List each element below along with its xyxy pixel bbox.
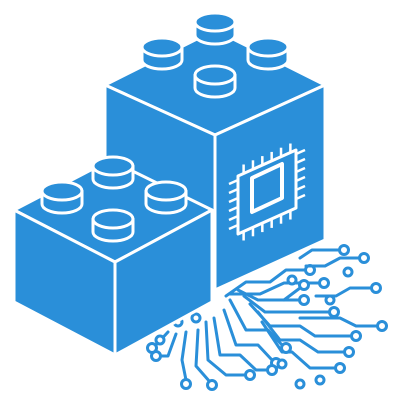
small-brick-stud bbox=[91, 155, 135, 190]
circuit-node bbox=[276, 358, 288, 370]
circuit-trace bbox=[194, 328, 212, 384]
chip-body bbox=[236, 148, 298, 236]
chip-pin bbox=[295, 148, 306, 156]
circuit-node bbox=[298, 279, 310, 291]
circuit-node bbox=[286, 274, 298, 286]
circuit-node bbox=[334, 362, 346, 374]
circuit-node bbox=[343, 346, 355, 358]
circuit-node bbox=[146, 342, 158, 354]
chip-pin bbox=[228, 178, 239, 186]
circuit-trace bbox=[228, 298, 284, 347]
chip-pin bbox=[295, 184, 306, 192]
circuit-trace bbox=[222, 308, 274, 362]
chip-pin bbox=[228, 214, 239, 222]
circuit-node bbox=[338, 244, 350, 256]
chip-pin bbox=[228, 205, 239, 213]
chip-pin bbox=[228, 187, 239, 195]
circuit-trace bbox=[298, 248, 342, 260]
circuit-trace bbox=[204, 320, 248, 377]
chip-pin bbox=[295, 166, 306, 174]
circuit-node bbox=[154, 334, 166, 346]
circuit-trace bbox=[224, 268, 308, 298]
circuit-traces-icon bbox=[146, 244, 388, 391]
circuit-trace bbox=[298, 316, 380, 328]
circuit-node bbox=[206, 379, 218, 391]
circuit-node bbox=[350, 330, 362, 342]
circuit-node bbox=[342, 266, 354, 278]
small-brick-stud bbox=[91, 208, 135, 243]
circuit-node bbox=[314, 374, 326, 386]
chip-pin bbox=[295, 193, 306, 201]
circuit-trace bbox=[180, 330, 188, 382]
circuit-node bbox=[298, 294, 310, 306]
chip-pin bbox=[228, 223, 239, 231]
circuit-trace bbox=[212, 316, 270, 372]
circuit-node bbox=[180, 378, 192, 390]
circuit-node bbox=[280, 342, 292, 354]
chip-pin bbox=[295, 175, 306, 183]
circuit-trace bbox=[282, 286, 302, 302]
circuit-node bbox=[244, 369, 256, 381]
circuit-trace bbox=[260, 320, 338, 370]
small-brick-stud bbox=[144, 180, 188, 215]
chip-core bbox=[250, 162, 284, 214]
big-brick-stud bbox=[246, 36, 290, 71]
circuit-trace bbox=[304, 256, 362, 268]
chip-pin bbox=[295, 157, 306, 165]
circuit-node bbox=[266, 364, 278, 376]
small-brick-right-face bbox=[113, 208, 214, 357]
circuit-node bbox=[324, 294, 336, 306]
chip-pin bbox=[228, 196, 239, 204]
circuit-node bbox=[376, 320, 388, 332]
circuit-trace bbox=[158, 332, 178, 358]
circuit-node bbox=[294, 378, 306, 390]
circuit-trace bbox=[242, 294, 332, 314]
small-brick-icon bbox=[12, 155, 214, 357]
circuit-node bbox=[328, 306, 340, 318]
big-brick-stud bbox=[193, 64, 237, 99]
circuit-node bbox=[370, 282, 382, 294]
small-brick-stud bbox=[40, 180, 84, 215]
circuit-node bbox=[318, 277, 330, 289]
circuit-trace bbox=[314, 286, 374, 298]
circuit-trace bbox=[256, 310, 347, 354]
circuit-node bbox=[190, 312, 202, 324]
microchip-icon bbox=[228, 143, 306, 241]
circuit-node bbox=[358, 252, 370, 264]
big-brick-stud bbox=[140, 36, 184, 71]
big-brick-stud bbox=[193, 11, 237, 46]
